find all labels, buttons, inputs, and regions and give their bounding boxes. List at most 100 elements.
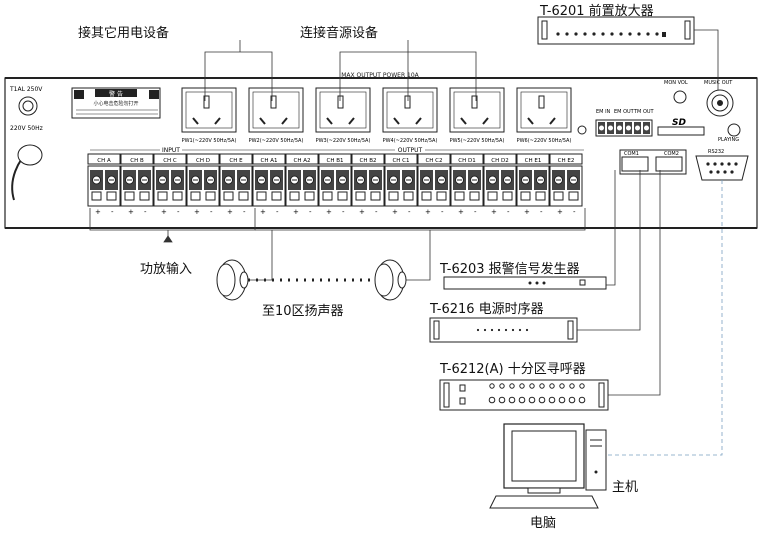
rack-panel: MAX OUTPUT POWER 10A T1AL 250V 220V 50Hz…	[4, 72, 758, 229]
power-outlet: PW5(~220V 50Hz/5A)	[449, 87, 505, 144]
voltage-label: 220V 50Hz	[10, 125, 43, 132]
plus-sign: +	[95, 208, 101, 216]
channel-label: CH D1	[458, 158, 475, 164]
channel-label: CH B	[130, 158, 144, 164]
minus-sign: -	[111, 208, 114, 216]
minus-sign: -	[507, 208, 510, 216]
channel-terminal: CH E1+-	[516, 153, 550, 216]
minus-sign: -	[309, 208, 312, 216]
power-outlet: PW4(~220V 50Hz/5A)	[382, 87, 438, 144]
warning-title: 警 告	[109, 90, 123, 98]
sd-label: SD	[672, 118, 686, 128]
other-equipment-label: 接其它用电设备	[78, 26, 170, 41]
channel-terminal: CH A1 + -	[252, 153, 286, 216]
channel-terminal: CH A2 + -	[285, 153, 319, 216]
power-outlet: PW6(~220V 50Hz/5A)	[516, 87, 572, 144]
plus-sign: +	[227, 208, 233, 216]
channel-label: CH E1	[525, 158, 542, 164]
rs232-label: RS232	[708, 149, 724, 155]
wires	[89, 29, 723, 456]
plus-sign: +	[194, 208, 200, 216]
minus-sign: -	[210, 208, 213, 216]
em-out-label: EM OUT	[614, 109, 635, 115]
channel-label: CH A2	[294, 158, 311, 164]
channel-terminal: CH C1 + -	[384, 153, 418, 216]
plus-sign: +	[392, 208, 398, 216]
minus-sign: -	[144, 208, 147, 216]
outlet-label: PW5(~220V 50Hz/5A)	[450, 138, 505, 144]
amp-input-label: 功放输入	[140, 262, 193, 277]
plus-sign: +	[293, 208, 299, 216]
minus-sign: -	[243, 208, 246, 216]
plus-sign: +	[260, 208, 266, 216]
channel-terminal: CH B1+-	[318, 153, 352, 216]
plus-sign: +	[359, 208, 365, 216]
channel-label: CH A1	[261, 158, 278, 164]
channel-terminal: CH C2+-	[417, 153, 451, 216]
minus-sign: -	[408, 208, 411, 216]
speaker-left	[216, 259, 249, 301]
host-label: 主机	[612, 480, 639, 495]
input-label: INPUT	[162, 147, 180, 154]
minus-sign: -	[342, 208, 345, 216]
channel-terminal: CH E2 + -	[549, 153, 583, 216]
warning-text: 小心电击危险勿打开	[93, 100, 138, 107]
mon-vol-label: MON VOL	[664, 80, 688, 86]
minus-sign: -	[375, 208, 378, 216]
pc-label: 电脑	[530, 516, 557, 531]
channel-label: CH D	[196, 158, 210, 164]
channel-label: CH C1	[392, 158, 409, 164]
playing-label: PLAYING	[718, 137, 739, 143]
speaker-right	[374, 259, 407, 301]
channel-label: CH C	[163, 158, 177, 164]
outlet-label: PW3(~220V 50Hz/5A)	[316, 138, 371, 144]
minus-sign: -	[540, 208, 543, 216]
channel-label: CH E2	[558, 158, 575, 164]
channel-terminal: CH B + -	[120, 153, 154, 216]
outlet-label: PW6(~220V 50Hz/5A)	[517, 138, 572, 144]
plus-sign: +	[458, 208, 464, 216]
minus-sign: -	[573, 208, 576, 216]
power-outlet: PW3(~220V 50Hz/5A)	[315, 87, 371, 144]
minus-sign: -	[276, 208, 279, 216]
channel-label: CH B2	[360, 158, 377, 164]
outlet-label: PW2(~220V 50Hz/5A)	[249, 138, 304, 144]
sequencer-unit	[429, 317, 578, 343]
power-outlet: PW1(~220V 50Hz/5A)	[181, 87, 237, 144]
channel-terminal: CH D2+-	[483, 153, 517, 216]
tm-out-label: TM OUT	[633, 109, 655, 115]
power-outlet: PW2(~220V 50Hz/5A)	[248, 87, 304, 144]
channel-label: CH E	[229, 158, 243, 164]
speakers-label: 至10区扬声器	[262, 304, 344, 319]
channel-terminal: CH B2 + -	[351, 153, 385, 216]
outlet-label: PW1(~220V 50Hz/5A)	[182, 138, 237, 144]
com1-label: COM1	[624, 151, 639, 157]
minus-sign: -	[177, 208, 180, 216]
preamp-unit	[537, 16, 695, 45]
alarm-label: T-6203 报警信号发生器	[440, 262, 580, 277]
pc-unit	[489, 423, 607, 509]
channel-label: CH A	[97, 158, 111, 164]
plus-sign: +	[425, 208, 431, 216]
pager-unit	[439, 379, 609, 411]
plus-sign: +	[557, 208, 563, 216]
channel-terminal: CH C + -	[153, 153, 187, 216]
preamp-label: T-6201 前置放大器	[540, 4, 654, 19]
em-in-label: EM IN	[596, 109, 611, 115]
channel-terminal: CH E + -	[219, 153, 253, 216]
plus-sign: +	[326, 208, 332, 216]
plus-sign: +	[161, 208, 167, 216]
minus-sign: -	[441, 208, 444, 216]
music-out-label: MUSIC OUT	[704, 80, 733, 86]
fuse-label: T1AL 250V	[9, 86, 43, 93]
channel-label: CH D2	[491, 158, 508, 164]
plus-sign: +	[128, 208, 134, 216]
output-label: OUTPUT	[398, 147, 423, 154]
minus-sign: -	[474, 208, 477, 216]
channel-terminal: CH A + -	[87, 153, 121, 216]
outlet-label: PW4(~220V 50Hz/5A)	[383, 138, 438, 144]
audio-source-label: 连接音源设备	[300, 26, 379, 41]
pager-label: T-6212(A) 十分区寻呼器	[440, 362, 586, 377]
max-output-label: MAX OUTPUT POWER 10A	[341, 72, 419, 79]
